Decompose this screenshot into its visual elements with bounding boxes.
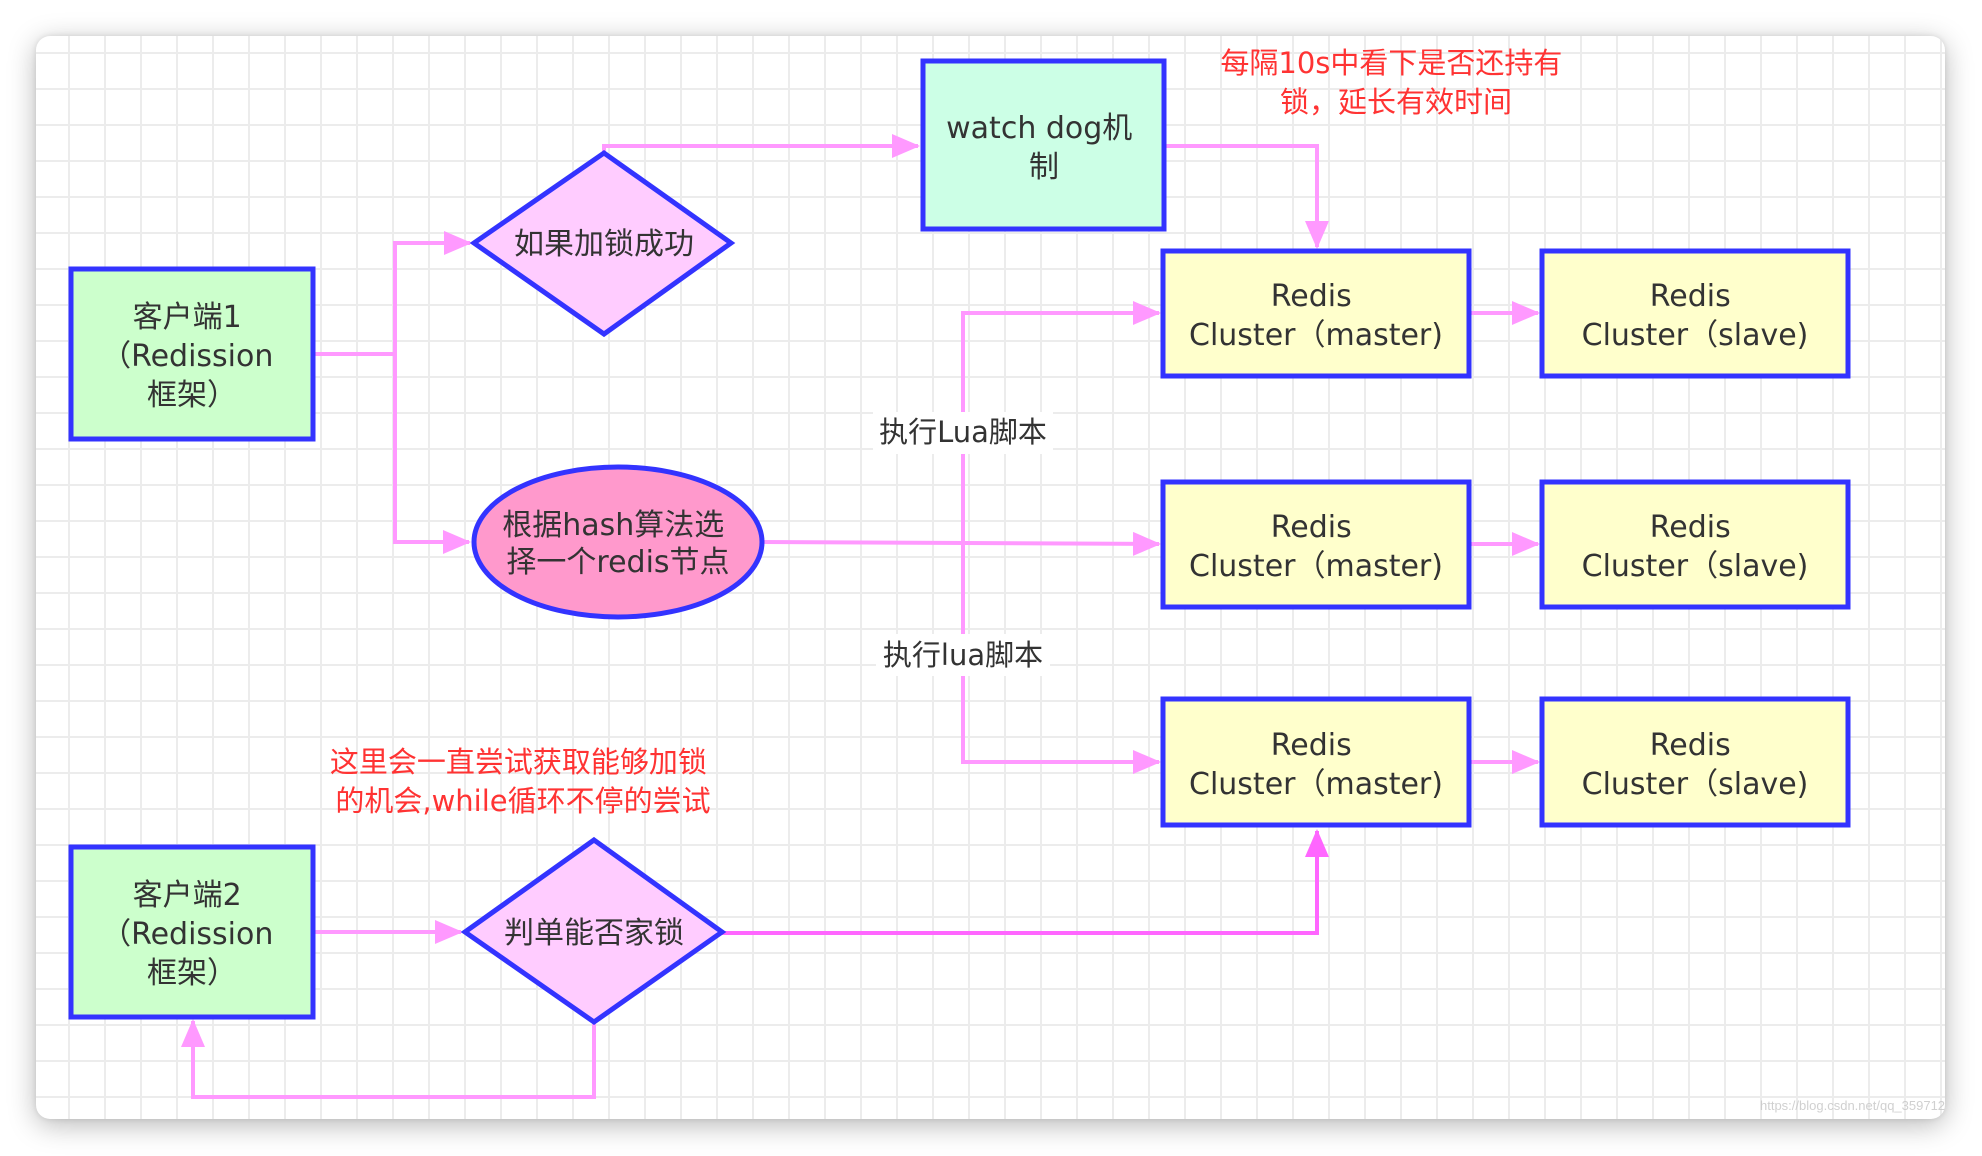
- edges: [181, 134, 1540, 1099]
- node-slave3[interactable]: Redis Cluster（slave): [1539, 696, 1851, 828]
- node-client1-line-2: （Redission: [101, 339, 273, 374]
- node-master3[interactable]: Redis Cluster（master): [1160, 696, 1472, 828]
- node-client2-line-2: （Redission: [101, 917, 273, 952]
- edge-hash-to-master1: [961, 301, 1161, 542]
- node-master1[interactable]: Redis Cluster（master): [1160, 248, 1472, 379]
- note-watchdog-line-1: 每隔10s中看下是否还持有: [1220, 46, 1562, 80]
- node-client2-line-3: 框架）: [147, 956, 237, 991]
- node-master1-line-2: Cluster（master): [1189, 318, 1443, 353]
- edge-can-lock-loop-to-client2: [181, 1019, 596, 1099]
- node-master1-line-1: Redis: [1271, 279, 1352, 314]
- svg-text:watch dog机 制: watch dog机 制: [946, 111, 1142, 185]
- edge-watchdog-to-master1: [1165, 144, 1329, 249]
- note-watchdog: 每隔10s中看下是否还持有 锁，延长有效时间: [1220, 46, 1571, 119]
- edge-client1-to-hash-select: [393, 354, 471, 554]
- svg-text:Redis Cluster（slave): Redis Cluster（slave): [1582, 279, 1809, 353]
- edge-label-lua-upper: 执行Lua脚本: [873, 412, 1053, 454]
- node-master2-line-1: Redis: [1271, 510, 1352, 545]
- node-hash-select[interactable]: 根据hash算法选 择一个redis节点: [471, 464, 765, 620]
- svg-text:根据hash算法选 择一个redis节点: 根据hash算法选 择一个redis节点: [502, 508, 734, 580]
- edge-lock-success-to-watchdog: [602, 134, 920, 158]
- node-can-lock-label: 判单能否家锁: [504, 916, 684, 951]
- svg-text:Redis Cluster（slave): Redis Cluster（slave): [1582, 510, 1809, 584]
- node-master2[interactable]: Redis Cluster（master): [1160, 479, 1472, 610]
- node-master2-line-2: Cluster（master): [1189, 549, 1443, 584]
- node-slave2[interactable]: Redis Cluster（slave): [1539, 479, 1851, 610]
- edge-hash-to-master3: [961, 542, 1161, 774]
- node-lock-success[interactable]: 如果加锁成功: [469, 149, 736, 338]
- node-lock-success-label: 如果加锁成功: [514, 227, 694, 262]
- node-can-lock[interactable]: 判单能否家锁: [460, 836, 727, 1026]
- edge-label-lua-lower-text: 执行lua脚本: [883, 638, 1043, 672]
- node-client2-line-1: 客户端2: [133, 878, 242, 913]
- note-retry-line-1: 这里会一直尝试获取能够加锁: [330, 745, 707, 779]
- edge-can-lock-to-master3: [722, 829, 1329, 935]
- node-slave1-line-1: Redis: [1650, 279, 1731, 314]
- note-retry-line-2: 的机会,while循环不停的尝试: [335, 784, 710, 818]
- node-hash-select-line-1: 根据hash算法选: [502, 508, 724, 543]
- node-slave3-line-2: Cluster（slave): [1582, 767, 1809, 802]
- node-client2[interactable]: 客户端2 （Redission 框架）: [68, 844, 316, 1020]
- note-retry: 这里会一直尝试获取能够加锁 的机会,while循环不停的尝试: [330, 745, 716, 818]
- svg-text:Redis Cluster（slave): Redis Cluster（slave): [1582, 728, 1809, 802]
- edge-label-lua-lower: 执行lua脚本: [876, 634, 1050, 676]
- node-client1[interactable]: 客户端1 （Redission 框架）: [68, 266, 316, 442]
- node-slave3-line-1: Redis: [1650, 728, 1731, 763]
- svg-text:客户端2 （Redission 框架: 客户端2 （Redission 框架）: [101, 878, 283, 991]
- svg-text:每隔10s中看下是否还持有 锁，延长有效时间: 每隔10s中看下是否还持有 锁，延长有效时间: [1220, 46, 1571, 119]
- edge-client1-to-lock-success: [393, 231, 472, 354]
- node-watchdog-line-2: 制: [1029, 150, 1059, 185]
- note-watchdog-line-2: 锁，延长有效时间: [1280, 85, 1512, 119]
- node-client1-line-1: 客户端1: [133, 300, 242, 335]
- svg-text:Redis Cluster（master): Redis Cluster（master): [1189, 728, 1443, 802]
- svg-text:客户端1 （Redission 框架: 客户端1 （Redission 框架）: [101, 300, 283, 413]
- edge-label-lua-upper-text: 执行Lua脚本: [879, 415, 1047, 449]
- node-slave2-line-2: Cluster（slave): [1582, 549, 1809, 584]
- node-client1-line-3: 框架）: [147, 378, 237, 413]
- watermark: https://blog.csdn.net/qq_359712: [1760, 1098, 1946, 1113]
- node-hash-select-line-2: 择一个redis节点: [506, 545, 729, 580]
- svg-text:Redis Cluster（master): Redis Cluster（master): [1189, 279, 1443, 353]
- node-slave1-line-2: Cluster（slave): [1582, 318, 1809, 353]
- node-slave2-line-1: Redis: [1650, 510, 1731, 545]
- node-watchdog[interactable]: watch dog机 制: [920, 58, 1167, 232]
- node-slave1[interactable]: Redis Cluster（slave): [1539, 248, 1851, 379]
- node-master3-line-2: Cluster（master): [1189, 767, 1443, 802]
- svg-text:这里会一直尝试获取能够加锁 的机会,while循: 这里会一直尝试获取能够加锁 的机会,while循环不停的尝试: [330, 745, 716, 818]
- node-master3-line-1: Redis: [1271, 728, 1352, 763]
- svg-text:Redis Cluster（master): Redis Cluster（master): [1189, 510, 1443, 584]
- node-watchdog-line-1: watch dog机: [946, 111, 1132, 146]
